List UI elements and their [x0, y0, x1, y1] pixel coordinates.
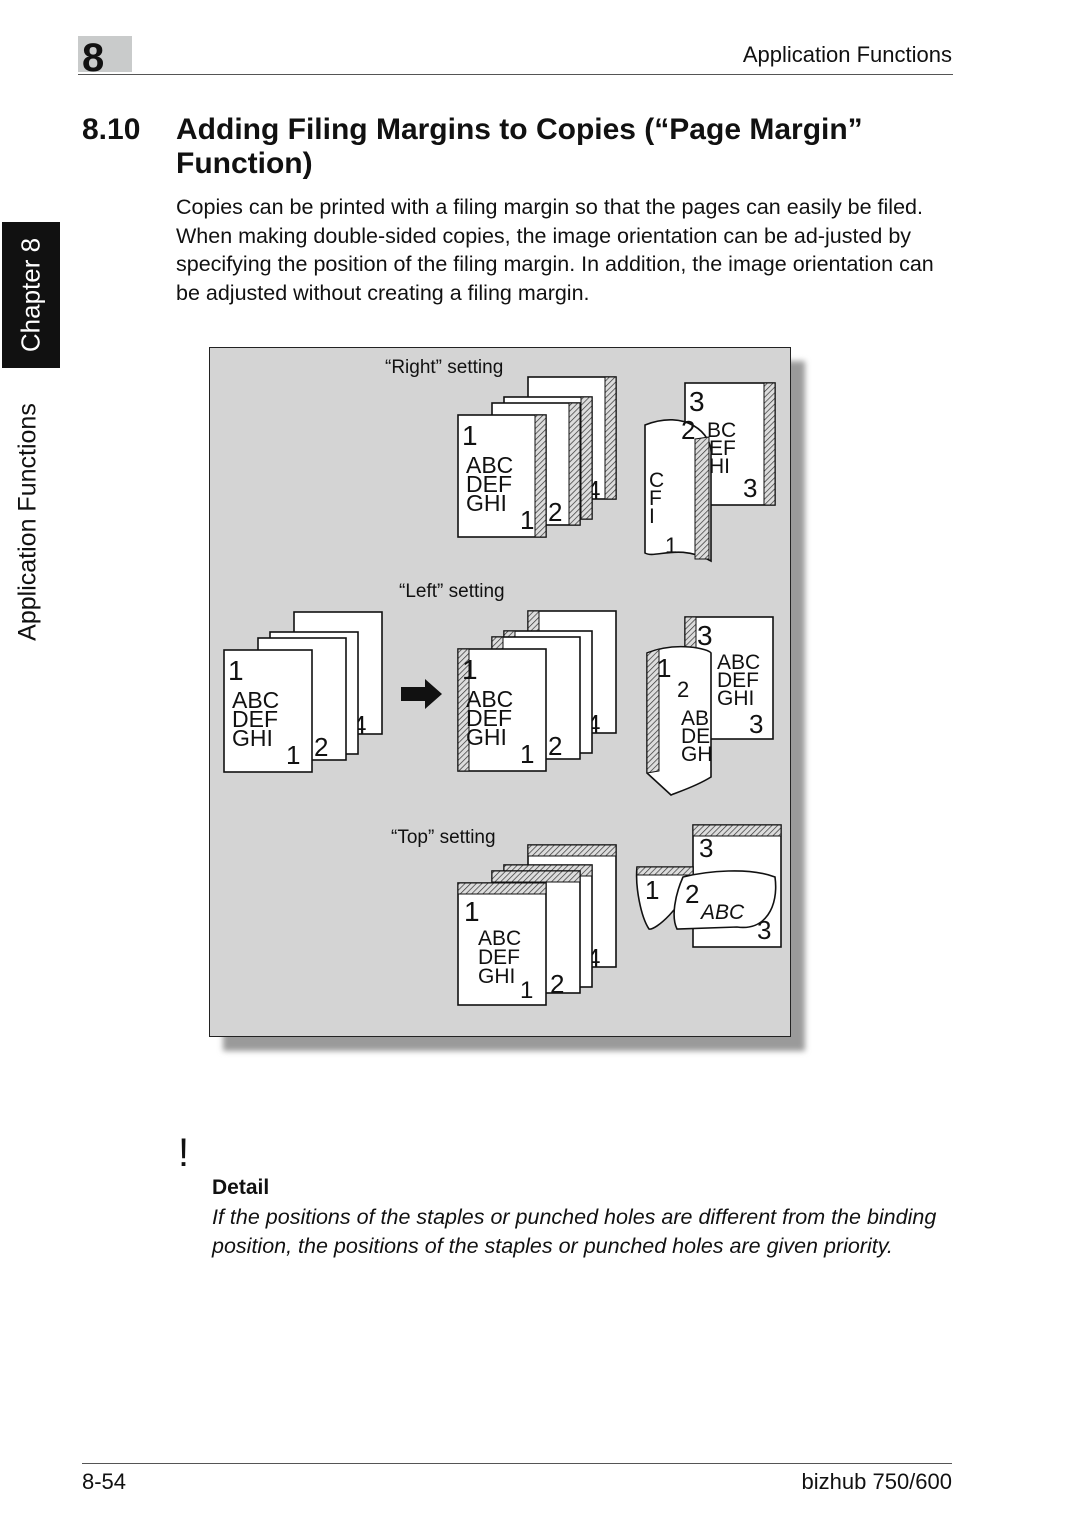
page-text-abc: ABC: [478, 927, 521, 950]
filing-margin: [527, 844, 617, 857]
page-number-3: 3: [699, 833, 713, 863]
page-number-2: 2: [677, 677, 689, 702]
page-text-abc: ABC: [717, 651, 760, 674]
page-number-2: 2: [681, 415, 695, 445]
page-text-ghi: GHI: [478, 965, 515, 988]
page-text: DE: [681, 725, 710, 748]
page-number-1: 1: [464, 896, 480, 927]
filing-margin: [457, 648, 470, 772]
page-number-2: 2: [548, 731, 562, 761]
page-number-1: 1: [462, 654, 478, 685]
flap-margin: [636, 866, 694, 876]
page-number-1: 1: [520, 977, 533, 1004]
footer-product-name: bizhub 750/600: [801, 1469, 952, 1494]
curl-margin: [646, 648, 660, 774]
page-number-1: 1: [462, 420, 478, 451]
filing-margin: [604, 376, 617, 500]
page-number-3: 3: [749, 709, 763, 739]
page-text: C: [649, 469, 664, 492]
page-number-2: 2: [685, 879, 699, 909]
side-chapter-tab: [2, 222, 60, 368]
page-number-3: 3: [743, 473, 757, 503]
page-text: GH: [681, 743, 713, 766]
page-text: F: [649, 487, 662, 510]
page-number-1: 1: [286, 740, 300, 770]
section-number: 8.10: [82, 113, 141, 146]
filing-margin: [763, 382, 776, 506]
chapter-number: 8: [82, 36, 105, 80]
chapter-tab: [78, 36, 132, 72]
header-rule: [78, 74, 953, 75]
page-text-abc: ABC: [466, 686, 513, 712]
top-setting-label: “Top” setting: [391, 827, 496, 848]
arrow-icon: [401, 679, 442, 709]
page-text-def: DEF: [466, 705, 512, 731]
page-text: HI: [709, 455, 730, 478]
filing-margin: [534, 414, 547, 538]
top-opened-flap-2: [673, 870, 777, 930]
page-sheet: [457, 414, 547, 538]
filing-margin: [580, 396, 593, 520]
page-number-1: 1: [520, 505, 534, 535]
filing-margin: [568, 402, 581, 526]
side-chapter-label: Chapter 8: [15, 237, 46, 353]
page-text-abc: ABC: [232, 687, 279, 713]
left-opened-curl-page: [646, 645, 712, 796]
page-text-ghi: GHI: [466, 490, 507, 516]
page-text-ghi: GHI: [232, 725, 273, 751]
page-text-ghi: GHI: [466, 724, 507, 750]
page-text-def: DEF: [232, 706, 278, 732]
section-title: Adding Filing Margins to Copies (“Page M…: [176, 113, 863, 180]
page-sheet: [223, 649, 313, 773]
page-number-2: 2: [550, 969, 564, 999]
page-number-2: 2: [548, 497, 562, 527]
page-text-def: DEF: [466, 471, 512, 497]
footer-page-number: 8-54: [82, 1469, 127, 1494]
note-icon: !: [178, 1131, 190, 1175]
side-section-label: Application Functions: [13, 403, 42, 641]
page-text: BC: [707, 419, 736, 442]
detail-text: If the positions of the staples or punch…: [212, 1205, 937, 1258]
page-number-1: 1: [665, 533, 677, 558]
page-number-1: 1: [657, 653, 671, 683]
page-text-def: DEF: [717, 669, 759, 692]
page-text-ghi: GHI: [717, 687, 754, 710]
body-paragraph: Copies can be printed with a filing marg…: [176, 195, 934, 305]
running-header-title: Application Functions: [742, 42, 952, 67]
filing-margin: [491, 870, 581, 883]
page-number-1: 1: [520, 739, 534, 769]
left-setting-label: “Left” setting: [399, 581, 505, 602]
page-text-def: DEF: [478, 946, 520, 969]
figure-illustration: 421ABCDEFGHI13BCEFHI32CFI1421ABCDEFGHI14…: [223, 376, 782, 1006]
page-number-3: 3: [689, 386, 705, 417]
page-text: AB: [681, 707, 709, 730]
page-sheet: [457, 648, 547, 772]
filing-margin: [692, 824, 782, 837]
page-number-3: 3: [697, 620, 713, 651]
page-text-abc: ABC: [466, 452, 513, 478]
right-setting-label: “Right” setting: [385, 357, 504, 378]
footer-rule: [82, 1463, 952, 1464]
page-sheet: [457, 882, 547, 1006]
page-text: I: [649, 505, 655, 528]
detail-heading: Detail: [212, 1176, 270, 1199]
page-text-abc: ABC: [699, 901, 745, 924]
page-number-1: 1: [228, 655, 244, 686]
curl-margin: [694, 436, 710, 560]
page-number-2: 2: [314, 732, 328, 762]
page-text: EF: [709, 437, 736, 460]
filing-margin: [457, 882, 547, 895]
page-number-1: 1: [645, 875, 659, 905]
